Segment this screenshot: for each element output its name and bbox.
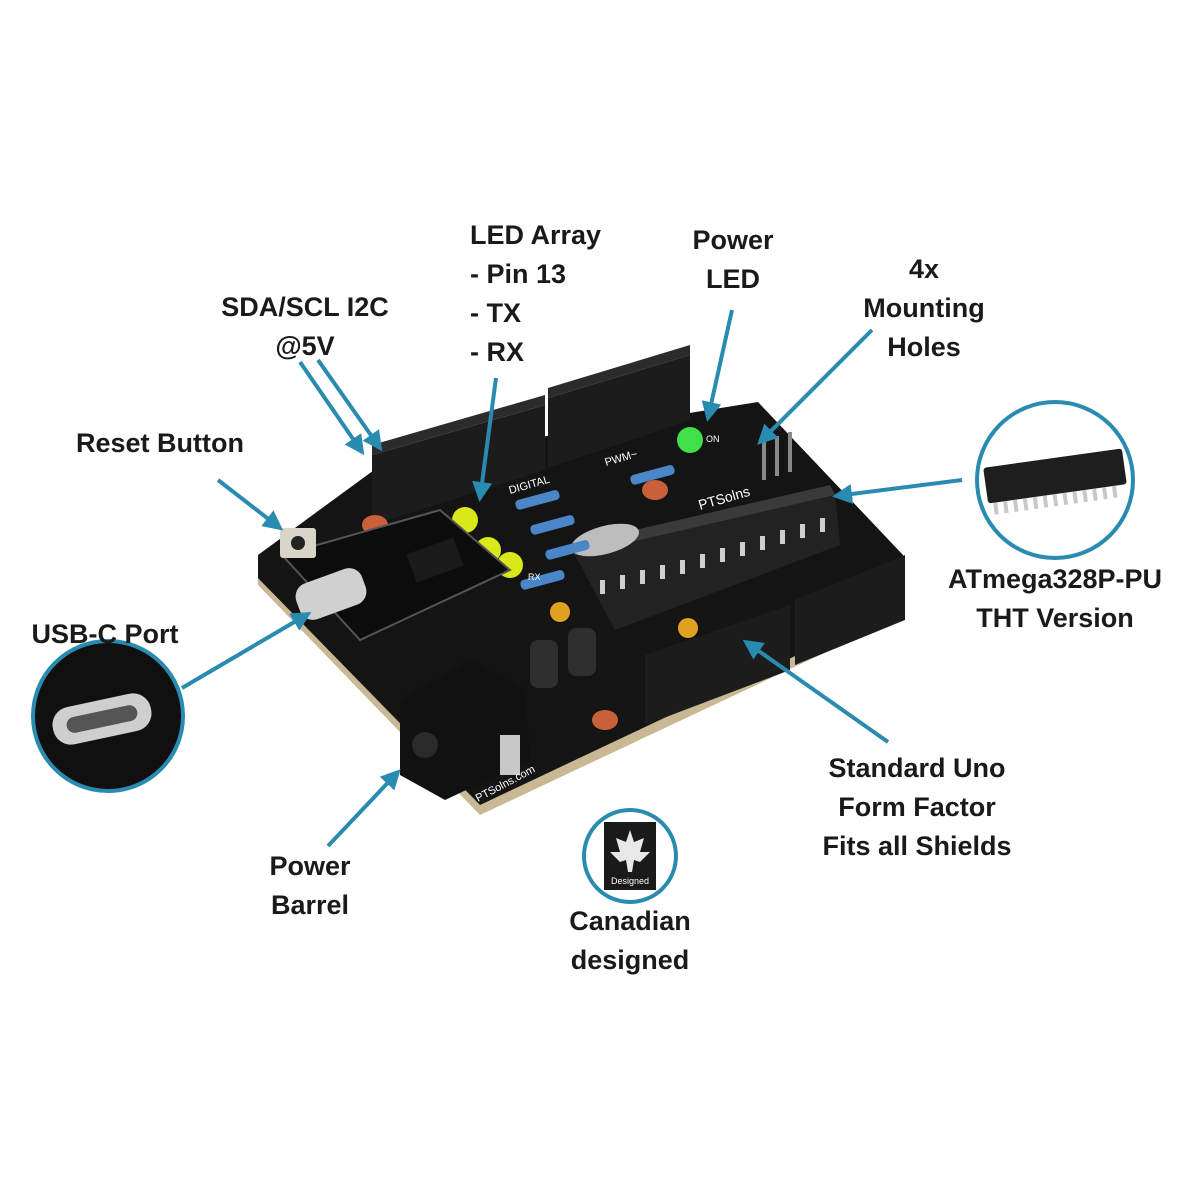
usb-module — [280, 508, 512, 642]
label-usbc-line1: USB-C Port — [31, 619, 179, 649]
label-mounting-line1: 4x — [908, 254, 940, 284]
label-uno-line1: Standard Uno — [828, 753, 1006, 783]
board-on-text: ON — [706, 434, 720, 444]
label-sda-scl-line2: @5V — [275, 331, 335, 361]
label-led-array-line1: LED Array — [470, 220, 602, 250]
label-power-led-line2: LED — [706, 264, 760, 294]
atmega-inset — [975, 400, 1135, 560]
label-canadian-line2: designed — [570, 945, 690, 975]
label-mounting-line3: Holes — [887, 332, 961, 362]
board-rx-text: RX — [528, 572, 541, 582]
canadian-badge: Designed — [582, 808, 678, 904]
analog-power-header — [645, 555, 905, 725]
digital-header — [372, 345, 690, 525]
label-usbc-port: USB-C Port — [20, 615, 190, 654]
icsp-pins — [762, 432, 792, 480]
label-uno-line3: Fits all Shields — [822, 831, 1012, 861]
label-reset-line1: Reset Button — [76, 428, 244, 458]
label-power-barrel: Power Barrel — [245, 847, 375, 925]
label-mounting-line2: Mounting — [863, 293, 985, 323]
label-standard-uno: Standard Uno Form Factor Fits all Shield… — [812, 749, 1022, 866]
label-led-array-line2: - Pin 13 — [470, 259, 567, 289]
power-led — [677, 427, 703, 453]
label-led-array-line3: - TX — [470, 298, 521, 328]
label-canadian-designed: Canadian designed — [550, 902, 710, 980]
label-canadian-line1: Canadian — [569, 906, 691, 936]
label-mounting-holes: 4x Mounting Holes — [844, 250, 1004, 367]
label-led-array-line4: - RX — [470, 337, 524, 367]
label-atmega-line2: THT Version — [976, 603, 1134, 633]
label-reset-button: Reset Button — [60, 424, 260, 463]
label-sda-scl: SDA/SCL I2C @5V — [205, 288, 405, 366]
badge-designed-text: Designed — [611, 876, 649, 886]
usbc-inset — [31, 639, 185, 793]
label-power-led-line1: Power — [692, 225, 774, 255]
label-uno-line2: Form Factor — [838, 792, 996, 822]
label-barrel-line2: Barrel — [270, 890, 350, 920]
label-barrel-line1: Power — [269, 851, 351, 881]
label-atmega-line1: ATmega328P-PU — [947, 564, 1163, 594]
label-led-array: LED Array - Pin 13 - TX - RX — [470, 216, 630, 372]
resistors — [515, 465, 675, 590]
barrel-jack — [400, 660, 530, 800]
callout-arrows — [180, 309, 963, 848]
label-power-led: Power LED — [668, 221, 798, 299]
label-atmega: ATmega328P-PU THT Version — [940, 560, 1170, 638]
label-sda-scl-line1: SDA/SCL I2C — [221, 292, 389, 322]
